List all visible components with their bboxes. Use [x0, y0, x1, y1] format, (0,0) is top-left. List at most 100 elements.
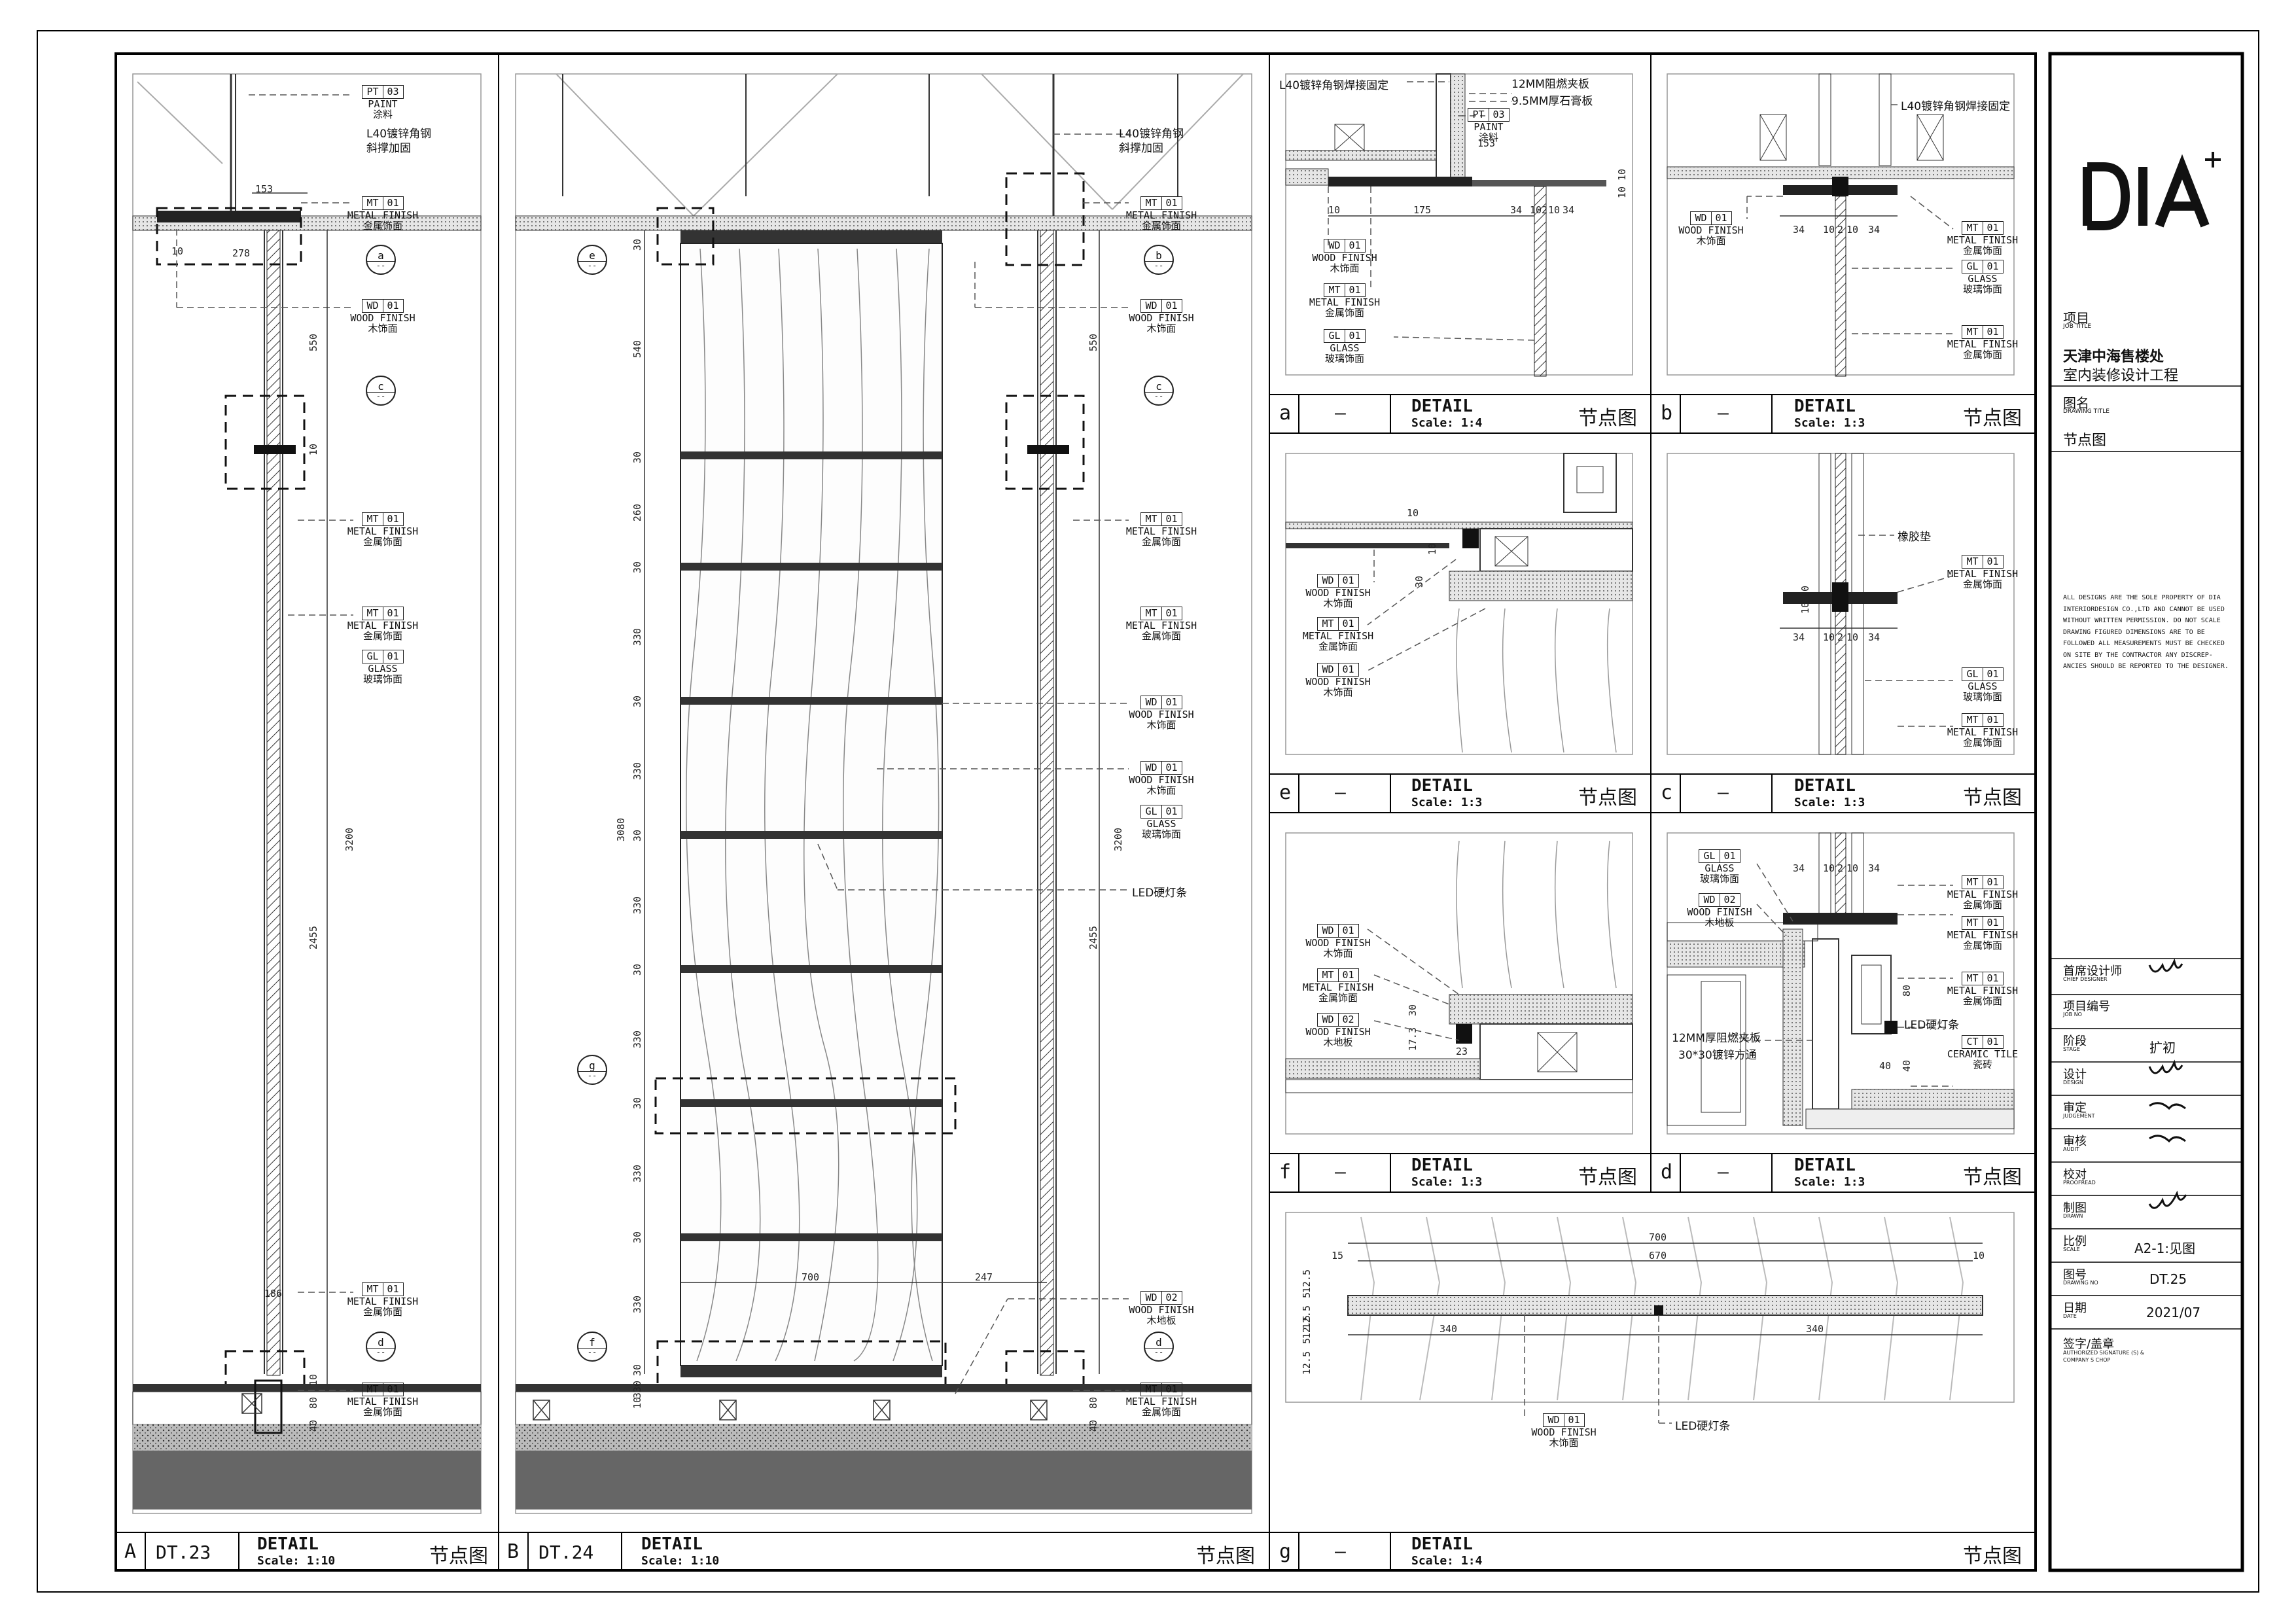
panel-a-drawing [1285, 73, 1633, 377]
section-marker-f[interactable]: f-- [577, 1332, 607, 1362]
row-sub: AUDIT [2063, 1146, 2079, 1152]
dim: 247 [975, 1271, 993, 1283]
sign-label: 签字/盖章 [2063, 1337, 2115, 1351]
row-label: 审定 [2063, 1101, 2087, 1115]
section-marker-c[interactable]: c-- [366, 376, 396, 406]
row-label: 阶段 [2063, 1034, 2087, 1048]
row-label: 设计 [2063, 1068, 2087, 1082]
dim: 10 [1846, 224, 1859, 236]
title-bars [115, 394, 2036, 1571]
dim: 34 [1868, 224, 1881, 236]
dim: 330 [631, 1031, 643, 1049]
row-label: 项目编号 [2063, 1000, 2110, 1014]
panel-code: — [1718, 402, 1729, 423]
row-label: 图号 [2063, 1268, 2087, 1282]
titleblock-frame [2048, 52, 2244, 1572]
dim: 10 [1846, 862, 1859, 874]
dim: 3200 [1112, 828, 1124, 852]
note-rubber: 橡胶垫 [1898, 531, 1931, 544]
panel-zh: 节点图 [1578, 786, 1637, 809]
dim: 10 [1530, 204, 1542, 216]
panel-scale: Scale: 1:3 [1794, 796, 1865, 809]
panel-zh: 节点图 [1196, 1545, 1255, 1568]
panel-d-drawing [1667, 832, 2015, 1135]
note-l40-weld: L40镀锌角钢焊接固定 [1901, 100, 2011, 113]
dim: 10 [1328, 204, 1341, 216]
panel-scale: Scale: 1:3 [1794, 416, 1865, 430]
note-board12b: 12MM厚阻燃夹板 [1672, 1032, 1761, 1045]
sheet-outer-border [37, 30, 2259, 1593]
section-marker-g[interactable]: g-- [577, 1055, 607, 1085]
dia-logo [2083, 152, 2221, 230]
marker-letter: d [1145, 1337, 1173, 1349]
dim: 10 [1407, 507, 1419, 519]
dim: 540 [631, 340, 643, 359]
marker-letter: f [578, 1337, 606, 1349]
dim: 40 [1901, 1060, 1913, 1072]
section-marker-b[interactable]: b-- [1144, 245, 1174, 275]
job-title-sub: JOB TITLE [2063, 323, 2092, 330]
dim: 30 [631, 696, 643, 708]
panel-scale: Scale: 1:3 [1411, 1175, 1483, 1189]
marker-letter: e [578, 250, 606, 262]
panel-code: DT.24 [539, 1542, 594, 1563]
dim: 30 [1413, 576, 1425, 588]
marker-letter: c [367, 381, 395, 393]
dim: 30 [631, 1364, 643, 1377]
panel-title: DETAIL [641, 1534, 703, 1554]
dim: 34 [1868, 631, 1881, 643]
dim: 10 [308, 444, 319, 456]
panel-letter: A [124, 1540, 137, 1563]
section-marker-d[interactable]: d-- [366, 1332, 396, 1362]
row-sub: DRAWN [2063, 1213, 2083, 1219]
dim: 10 [1616, 169, 1628, 181]
row-value: 扩初 [2149, 1040, 2176, 1055]
panel-code: — [1335, 402, 1346, 423]
row-sub: STAGE [2063, 1046, 2080, 1052]
section-marker-d2[interactable]: d-- [1144, 1332, 1174, 1362]
panel-zh: 节点图 [1963, 786, 2022, 809]
row-sub: DESIGN [2063, 1080, 2083, 1086]
dim: 10 [1846, 631, 1859, 643]
dim: 340 [1439, 1323, 1458, 1335]
panel-title: DETAIL [1794, 1156, 1856, 1175]
panel-letter: c [1661, 781, 1673, 804]
dim: 34 [1868, 862, 1881, 874]
note-l40-weld: L40镀锌角钢焊接固定 [1279, 79, 1389, 92]
dim: 10 [1823, 631, 1835, 643]
section-marker-a[interactable]: a-- [366, 245, 396, 275]
dim: 670 [1649, 1250, 1667, 1262]
marker-letter: a [367, 250, 395, 262]
panel-title: DETAIL [1411, 1156, 1473, 1175]
section-marker-e[interactable]: e-- [577, 245, 607, 275]
panel-f-drawing [1285, 832, 1633, 1135]
dim: 30 [631, 1097, 643, 1110]
dim: 10 [1799, 586, 1811, 598]
panel-scale: Scale: 1:3 [1794, 1175, 1865, 1189]
panel-title: DETAIL [1794, 776, 1856, 796]
row-label: 校对 [2063, 1168, 2087, 1182]
job-title-label: 项目 [2063, 310, 2089, 326]
drawing-title: 节点图 [2063, 432, 2107, 449]
panel-title: DETAIL [1411, 397, 1473, 416]
panel-letter: d [1661, 1161, 1673, 1184]
disclaimer: ALL DESIGNS ARE THE SOLE PROPERTY OF DIA… [2063, 594, 2229, 670]
section-marker-c2[interactable]: c-- [1144, 376, 1174, 406]
dim: 5 [1301, 1292, 1313, 1299]
